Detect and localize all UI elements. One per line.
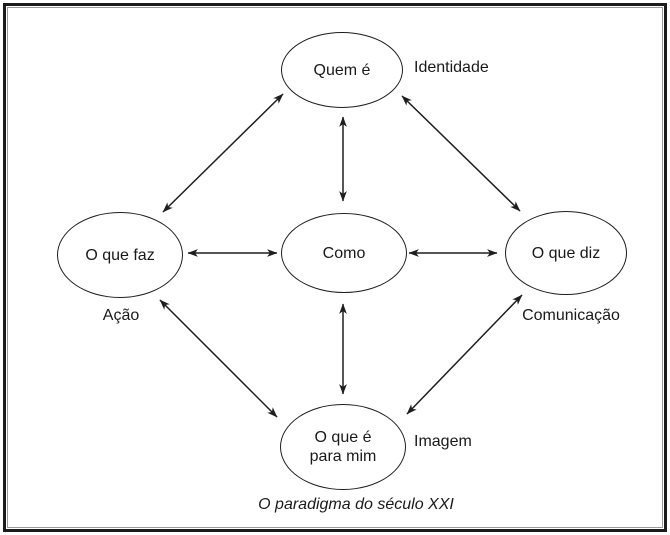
arrow-communication-identity — [401, 95, 521, 212]
node-quem-e: Quem é — [281, 32, 403, 108]
arrow-action-identity — [162, 93, 284, 213]
node-como-label: Como — [322, 244, 366, 262]
diagram-caption: O paradigma do século XXI — [258, 496, 454, 513]
arrow-communication-image — [406, 294, 523, 415]
node-o-que-faz: O que faz — [57, 212, 183, 298]
node-o-que-e-para-mim: O que é para mim — [280, 404, 406, 490]
node-o-que-e-para-mim-line2: para mim — [309, 448, 377, 465]
node-o-que-e-para-mim-line1: O que é — [314, 429, 372, 446]
arrow-action-image — [159, 299, 278, 418]
node-o-que-diz: O que diz — [505, 211, 627, 295]
node-como: Como — [281, 213, 407, 293]
tag-acao: Ação — [102, 307, 140, 324]
node-o-que-diz-label: O que diz — [531, 244, 601, 262]
node-o-que-faz-label: O que faz — [85, 246, 155, 264]
node-quem-e-label: Quem é — [313, 61, 371, 79]
tag-imagem: Imagem — [414, 433, 472, 450]
tag-comunicacao: Comunicação — [522, 307, 620, 324]
tag-identidade: Identidade — [414, 59, 489, 76]
